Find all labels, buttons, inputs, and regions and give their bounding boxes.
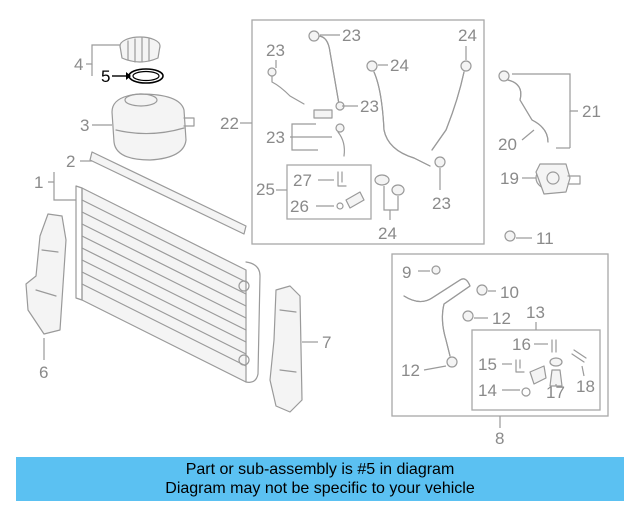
callout-9: 9 (402, 263, 411, 282)
clamp-10[interactable] (476, 284, 488, 296)
radiator-seal-strip[interactable] (89, 151, 247, 235)
callout-23b: 23 (266, 41, 285, 60)
left-air-guide[interactable] (25, 213, 67, 335)
callout-19: 19 (500, 169, 519, 188)
reservoir-cap[interactable] (119, 36, 161, 63)
seal-ring-part-5[interactable] (128, 68, 164, 84)
callout-6: 6 (39, 363, 48, 382)
hose-clamp-24b[interactable] (431, 60, 472, 151)
clip-11[interactable] (504, 230, 516, 242)
t-connector[interactable] (313, 109, 345, 157)
banner-line-1: Part or sub-assembly is #5 in diagram (185, 461, 455, 478)
callout-8: 8 (495, 429, 504, 448)
banner-line-2: Diagram may not be specific to your vehi… (165, 480, 475, 497)
callout-23a: 23 (342, 26, 361, 45)
upper-hose[interactable] (308, 30, 345, 111)
callout-1: 1 (34, 173, 43, 192)
callout-24b: 24 (458, 26, 477, 45)
callout-18: 18 (576, 377, 595, 396)
seal-14[interactable] (521, 387, 531, 397)
callout-2: 2 (66, 152, 75, 171)
parts-diagram: 4 5 3 2 1 (25, 19, 609, 448)
callout-16: 16 (512, 335, 531, 354)
callout-3: 3 (80, 116, 89, 135)
hose-clamp-24c[interactable] (374, 174, 405, 196)
callout-14: 14 (478, 381, 497, 400)
callout-27: 27 (293, 171, 312, 190)
pump-hose[interactable] (498, 70, 549, 143)
clip-16[interactable] (551, 339, 557, 353)
callout-5: 5 (101, 67, 110, 86)
lower-hose[interactable] (403, 265, 471, 368)
bleeder-screw[interactable] (267, 67, 305, 105)
callout-20: 20 (498, 135, 517, 154)
callout-11: 11 (536, 229, 554, 248)
callout-22: 22 (220, 114, 239, 133)
radiator[interactable] (75, 185, 261, 383)
callout-10: 10 (500, 283, 519, 302)
clamp-12a[interactable] (462, 310, 474, 322)
hose-clamp-23e[interactable] (434, 156, 446, 168)
callout-12b: 12 (401, 361, 420, 380)
line-18[interactable] (571, 349, 587, 363)
coolant-pump[interactable] (535, 163, 581, 195)
callout-23d: 23 (266, 128, 285, 147)
callout-15: 15 (478, 355, 497, 374)
callout-4: 4 (74, 55, 83, 74)
callout-24a: 24 (390, 56, 409, 75)
callout-25: 25 (256, 180, 275, 199)
right-air-guide[interactable] (269, 285, 303, 413)
seal-26[interactable] (336, 191, 365, 210)
clip-27[interactable] (337, 171, 347, 187)
cap-17[interactable] (549, 357, 563, 387)
expansion-tank[interactable] (111, 93, 195, 161)
callout-12a: 12 (492, 309, 511, 328)
callout-13: 13 (526, 303, 545, 322)
clip-15[interactable] (515, 359, 547, 385)
callout-23c: 23 (360, 97, 379, 116)
callout-23e: 23 (432, 194, 451, 213)
callout-7: 7 (322, 333, 331, 352)
callout-21: 21 (582, 102, 601, 121)
info-banner: Part or sub-assembly is #5 in diagram Di… (16, 457, 624, 501)
callout-17: 17 (546, 383, 565, 402)
callout-24c: 24 (378, 224, 397, 243)
hose-clamp-24a[interactable] (366, 60, 431, 167)
callout-26: 26 (290, 197, 309, 216)
